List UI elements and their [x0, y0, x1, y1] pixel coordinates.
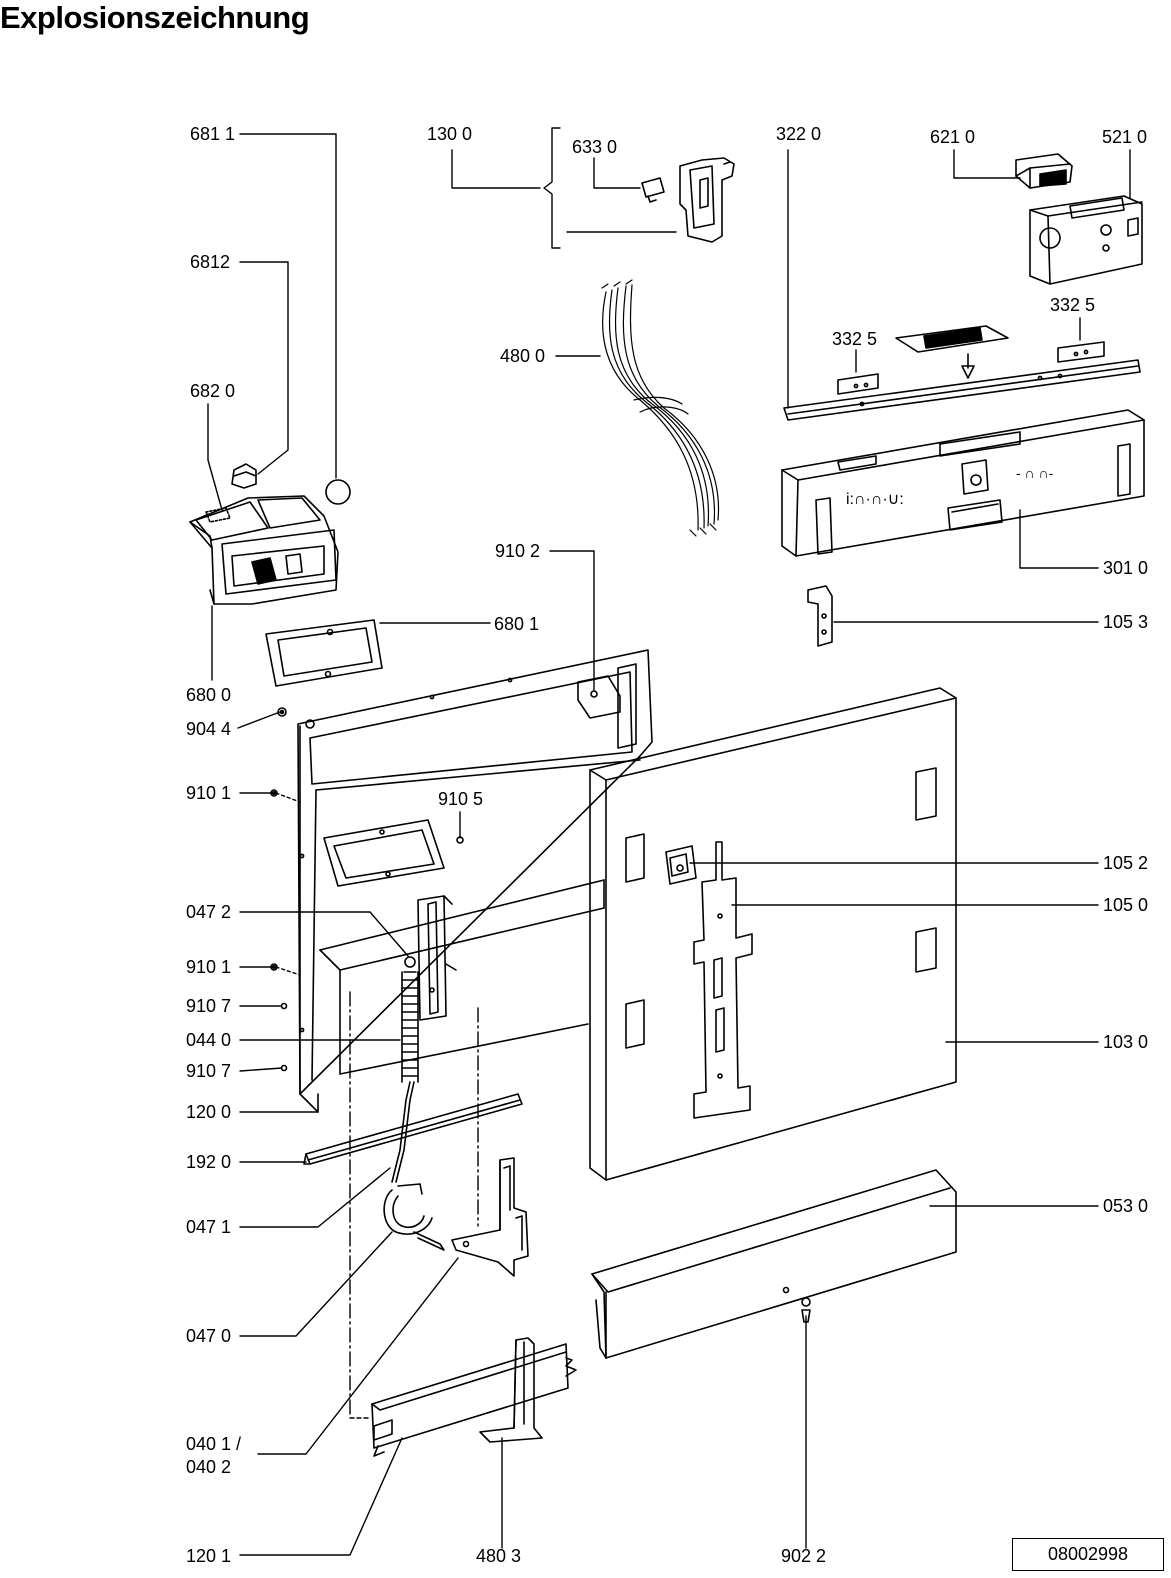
label-680-0: 680 0	[186, 685, 232, 705]
part-902-2-screw	[801, 1297, 811, 1323]
label-904-4: 904 4	[186, 719, 232, 739]
screws	[270, 707, 464, 1072]
part-105-3-bracket	[807, 585, 833, 647]
label-521-0: 521 0	[1102, 127, 1148, 147]
label-044-0: 044 0	[186, 1030, 232, 1050]
part-040-hinge-bracket	[451, 1157, 529, 1277]
part-322-0-trim-strip	[783, 359, 1141, 421]
label-120-0: 120 0	[186, 1102, 232, 1122]
part-192-0-seal-strip	[303, 1093, 523, 1165]
part-301-0-control-panel: i:∩·∩·∪: - ∩ ∩-	[781, 409, 1145, 557]
part-480-3-bracket	[479, 1337, 543, 1443]
label-053-0: 053 0	[1103, 1196, 1149, 1216]
part-6812-clip	[231, 463, 257, 489]
label-682-0: 682 0	[190, 381, 236, 401]
part-633-0-switch	[641, 177, 665, 203]
label-910-1-lower: 910 1	[186, 957, 232, 977]
label-120-1: 120 1	[186, 1546, 232, 1566]
label-130-0: 130 0	[427, 124, 473, 144]
leader-lines	[207, 127, 1131, 1556]
part-044-0-spring	[391, 956, 419, 1183]
label-103-0: 103 0	[1103, 1032, 1149, 1052]
label-105-2: 105 2	[1103, 853, 1149, 873]
document-number-box: 08002998	[1012, 1538, 1164, 1571]
label-301-0: 301 0	[1103, 558, 1149, 578]
part-053-0-kick-plate	[591, 1169, 957, 1359]
label-047-1: 047 1	[186, 1217, 232, 1237]
label-621-0: 621 0	[930, 127, 976, 147]
label-040-1: 040 1 /	[186, 1434, 242, 1454]
part-621-0-module	[1015, 153, 1073, 189]
label-192-0: 192 0	[186, 1152, 232, 1172]
label-681-1: 681 1	[190, 124, 236, 144]
label-040-2: 040 2	[186, 1457, 232, 1477]
part-047-0-pulley	[383, 1183, 445, 1251]
label-480-3: 480 3	[476, 1546, 522, 1566]
part-480-0-wire-harness	[601, 279, 720, 537]
svg-text:i:∩·∩·∪:: i:∩·∩·∪:	[846, 491, 904, 508]
part-680-1-gasket	[265, 619, 383, 687]
label-105-3: 105 3	[1103, 612, 1149, 632]
svg-text:- ∩ ∩-: - ∩ ∩-	[1016, 465, 1054, 481]
part-120-1-bottom-rail	[371, 1343, 577, 1457]
label-047-2: 047 2	[186, 902, 232, 922]
ignis-logo-plate	[895, 325, 1009, 379]
part-120-0-inner-door	[297, 649, 653, 1113]
label-332-5-left: 332 5	[832, 329, 878, 349]
part-103-0-door-panel	[589, 687, 957, 1181]
label-910-2: 910 2	[495, 541, 541, 561]
label-480-0: 480 0	[500, 346, 546, 366]
label-910-5: 910 5	[438, 789, 484, 809]
label-910-1-upper: 910 1	[186, 783, 232, 803]
label-322-0: 322 0	[776, 124, 822, 144]
part-680-0-dispenser	[189, 495, 339, 605]
label-047-0: 047 0	[186, 1326, 232, 1346]
label-910-7-lower: 910 7	[186, 1061, 232, 1081]
label-680-1: 680 1	[494, 614, 540, 634]
part-521-0-control-board	[1029, 195, 1143, 285]
label-902-2: 902 2	[781, 1546, 827, 1566]
label-633-0: 633 0	[572, 137, 618, 157]
part-681-1-disc	[325, 479, 351, 505]
page-title: Explosionszeichnung	[0, 0, 310, 35]
label-332-5-right: 332 5	[1050, 295, 1096, 315]
part-130-0-holder	[679, 157, 735, 243]
label-910-7-upper: 910 7	[186, 996, 232, 1016]
label-6812: 6812	[190, 252, 231, 272]
label-105-0: 105 0	[1103, 895, 1149, 915]
part-332-5-brackets	[837, 341, 1105, 395]
